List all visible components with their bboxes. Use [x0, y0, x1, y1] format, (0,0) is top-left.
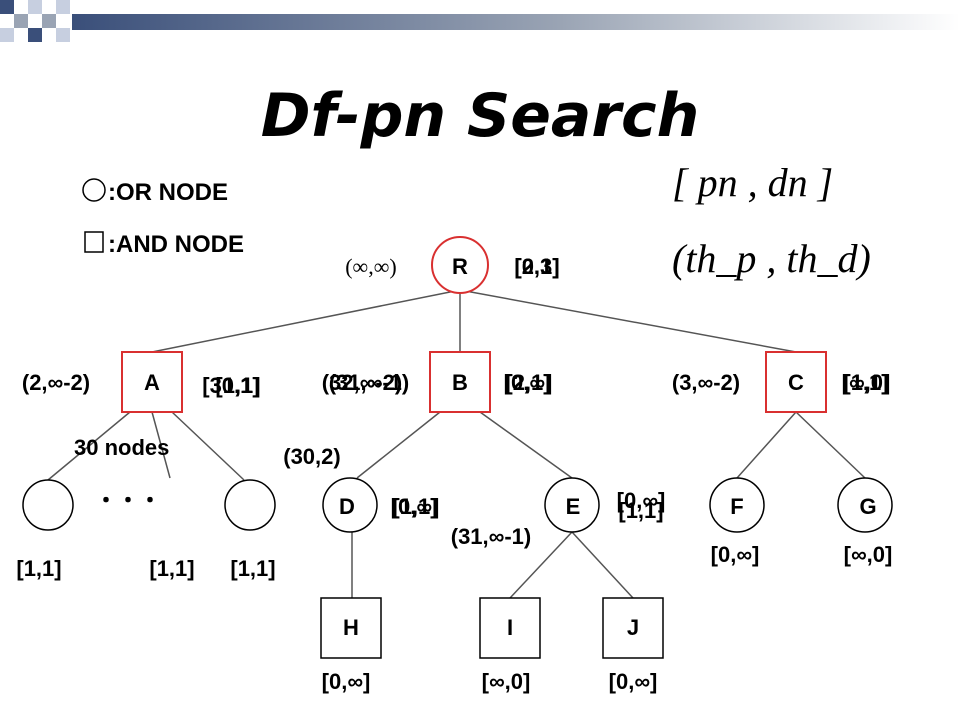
header-gradient-bar	[72, 14, 960, 30]
node-e	[544, 477, 600, 533]
node-d-threshold: (30,2)	[283, 444, 340, 469]
deco-square	[56, 0, 70, 14]
node-b-pn-dn: [2,1]	[505, 370, 550, 395]
node-b-pn-dn: [0,∞]	[504, 370, 553, 395]
deco-square	[28, 0, 42, 14]
node-c	[765, 351, 827, 413]
node-b-threshold: (31,∞-1)	[329, 370, 409, 395]
node-c-pn-dn: [∞,0]	[842, 370, 891, 395]
node-b	[429, 351, 491, 413]
node-b-threshold: (32,∞-2)	[322, 370, 402, 395]
node-r-pn-dn: [2,3]	[514, 254, 559, 279]
deco-square	[14, 14, 28, 28]
deco-square	[0, 28, 14, 42]
and-node-legend-label: :AND NODE	[108, 231, 244, 258]
page-title: Df-pn Search	[261, 81, 700, 151]
node-d-label: D	[339, 494, 355, 519]
node-a-threshold: (2,∞-2)	[22, 370, 90, 395]
node-b-label: B	[452, 370, 468, 395]
node-r-pn-dn: [0,1]	[514, 254, 559, 279]
deco-square	[28, 28, 42, 42]
notation-pn-dn: [ pn , dn ]	[672, 160, 833, 205]
node-c-label: C	[788, 370, 804, 395]
node-f	[709, 477, 765, 533]
node-i-pn-dn: [∞,0]	[482, 669, 531, 694]
notation-thresholds: (th_p , th_d)	[672, 236, 871, 281]
node-r	[431, 236, 489, 294]
node-j-pn-dn: [0,∞]	[609, 669, 658, 694]
deco-square	[42, 14, 56, 28]
or-node-legend-label: :OR NODE	[108, 179, 228, 206]
a-children-count: 30 nodes	[74, 435, 169, 460]
a-child-node	[224, 479, 276, 531]
a-child-pn-dn: [1,1]	[16, 556, 61, 581]
node-e-label: E	[566, 494, 581, 519]
node-h	[320, 597, 382, 659]
a-children-ellipsis: ・・・	[95, 488, 161, 513]
node-g-pn-dn: [∞,0]	[844, 542, 893, 567]
a-child-pn-dn: [1,1]	[149, 556, 194, 581]
node-r-label: R	[452, 254, 468, 279]
node-a-label: A	[144, 370, 160, 395]
node-a-pn-dn: [30,1]	[202, 373, 259, 398]
node-f-pn-dn: [0,∞]	[711, 542, 760, 567]
node-a-pn-dn: [1,1]	[215, 373, 260, 398]
deco-square	[0, 0, 14, 14]
node-r-threshold: (∞,∞)	[345, 254, 397, 279]
a-child-node	[22, 479, 74, 531]
node-i	[479, 597, 541, 659]
node-h-label: H	[343, 615, 359, 640]
node-d-pn-dn: [1,1]	[392, 494, 437, 519]
tree-edges	[47, 289, 866, 599]
node-e-pn-dn: [1,1]	[618, 498, 663, 523]
node-g-label: G	[859, 494, 876, 519]
node-e-pn-dn: [0,∞]	[617, 488, 666, 513]
node-e-threshold: (31,∞-1)	[451, 524, 531, 549]
node-i-label: I	[507, 615, 513, 640]
node-c-threshold: (3,∞-2)	[672, 370, 740, 395]
node-c-pn-dn: [1,1]	[843, 370, 888, 395]
and-node-legend-icon	[84, 231, 104, 253]
node-d-pn-dn: [0,∞]	[391, 494, 440, 519]
node-j	[602, 597, 664, 659]
node-a	[121, 351, 183, 413]
node-f-label: F	[730, 494, 743, 519]
a-child-pn-dn: [1,1]	[230, 556, 275, 581]
node-j-label: J	[627, 615, 639, 640]
node-g	[837, 477, 893, 533]
or-node-legend-icon	[82, 178, 106, 202]
node-h-pn-dn: [0,∞]	[322, 669, 371, 694]
node-d	[322, 477, 378, 533]
deco-square	[56, 28, 70, 42]
